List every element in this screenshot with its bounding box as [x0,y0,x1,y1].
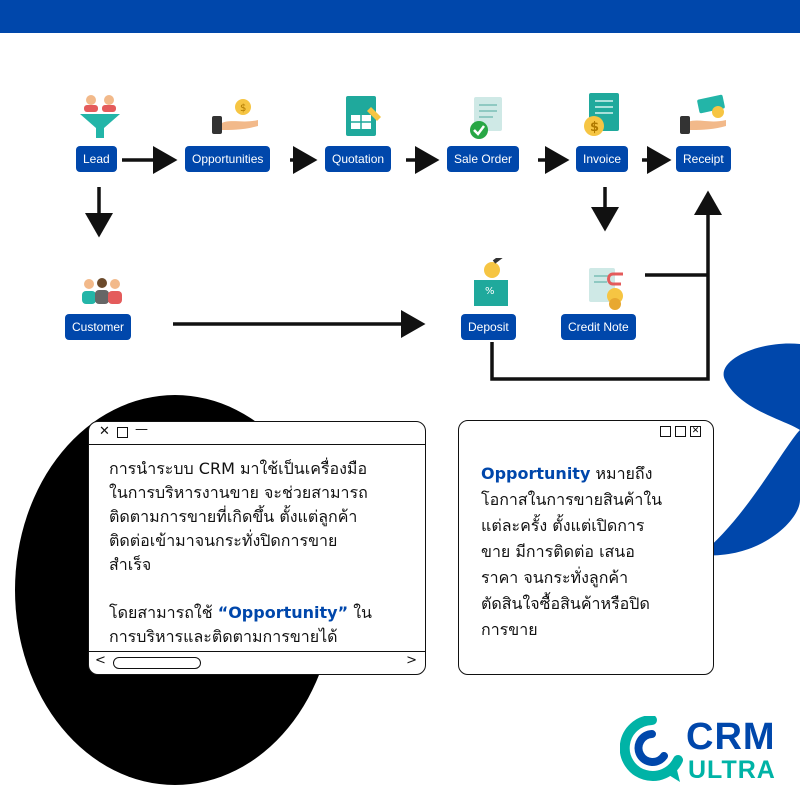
svg-text:$: $ [590,120,599,135]
scroll-right-icon[interactable]: > [406,653,417,668]
invoice-coin-icon: $ [584,93,619,136]
left-text-line: การบริหารและติดตามการขายได้ [109,627,338,646]
logo-text-ultra: ULTRA [688,756,776,784]
left-window-titlebar: ✕ — [89,422,425,445]
right-text-line: แต่ละครั้ง ตั้งแต่เปิดการ [481,516,645,535]
right-text-line: ตัดสินใจซื้อสินค้าหรือปิด [481,594,650,613]
right-text-line: ขาย มีการติดต่อ เสนอ [481,542,635,561]
opportunity-highlight: Opportunity [481,464,591,483]
left-text-line: ในการบริหารงานขาย จะช่วยสามารถ [109,483,368,502]
node-opportunities: Opportunities [185,146,271,172]
arrow-deposit-receipt [490,190,722,381]
node-receipt: Receipt [676,146,731,172]
node-invoice: Invoice [576,146,629,172]
deposit-percent-symbol: % [485,286,495,297]
maximize-icon[interactable] [675,426,686,437]
left-window-body: การนำระบบ CRM มาใช้เป็นเครื่องมือ ในการบ… [89,445,425,661]
close-icon[interactable]: ✕ [99,424,110,439]
close-icon[interactable]: ✕ [690,426,701,437]
crm-ultra-logo: CRM ULTRA [620,714,790,786]
right-text-line: โอกาสในการขายสินค้าใน [481,490,663,509]
logo-mark-icon [620,716,683,782]
node-lead: Lead [76,146,117,172]
left-text-line: ติดตามการขายที่เกิดขึ้น ตั้งแต่ลูกค้า [109,507,358,526]
horizontal-scrollbar[interactable]: < > [89,651,425,674]
node-deposit: Deposit [461,314,516,340]
opportunities-hand-coin-icon: $ [212,99,258,134]
left-text-line: ติดต่อเข้ามาจนกระทั่งปิดการขาย [109,531,338,550]
right-text-line: ราคา จนกระทั่งลูกค้า [481,568,629,587]
left-text-line: สำเร็จ [109,555,152,574]
node-credit-note: Credit Note [561,314,636,340]
node-customer: Customer [65,314,132,340]
sale-order-checklist-icon [470,97,502,139]
lead-people-funnel-icon [80,95,120,138]
right-text-line: การขาย [481,620,538,639]
credit-note-exchange-icon [589,268,623,310]
svg-text:$: $ [240,103,246,114]
left-text-line: การนำระบบ CRM มาใช้เป็นเครื่องมือ [109,459,368,478]
restore-icon[interactable] [117,427,128,438]
opportunity-highlight: “Opportunity” [217,603,349,622]
node-quotation: Quotation [325,146,392,172]
receipt-hand-money-icon [680,94,726,134]
right-info-window: ✕ Opportunity หมายถึง โอกาสในการขายสินค้… [458,420,714,675]
scrollbar-thumb[interactable] [113,657,201,669]
deposit-box-icon: % [474,258,508,306]
left-text-line-opportunity: โดยสามารถใช้ “Opportunity” ใน [109,603,372,622]
right-window-titlebar: ✕ [459,421,713,443]
right-text-line-opportunity: Opportunity หมายถึง [481,464,653,483]
customer-group-icon [82,278,122,304]
left-info-window: ✕ — การนำระบบ CRM มาใช้เป็นเครื่องมือ ใน… [88,421,426,675]
node-sale-order: Sale Order [447,146,520,172]
quotation-document-icon [346,96,381,136]
minimize-icon[interactable] [660,426,671,437]
top-banner [0,0,800,33]
scroll-left-icon[interactable]: < [95,653,106,668]
right-window-body: Opportunity หมายถึง โอกาสในการขายสินค้าใ… [459,443,713,661]
logo-text-crm: CRM [686,716,776,758]
minimize-icon[interactable]: — [135,422,148,437]
